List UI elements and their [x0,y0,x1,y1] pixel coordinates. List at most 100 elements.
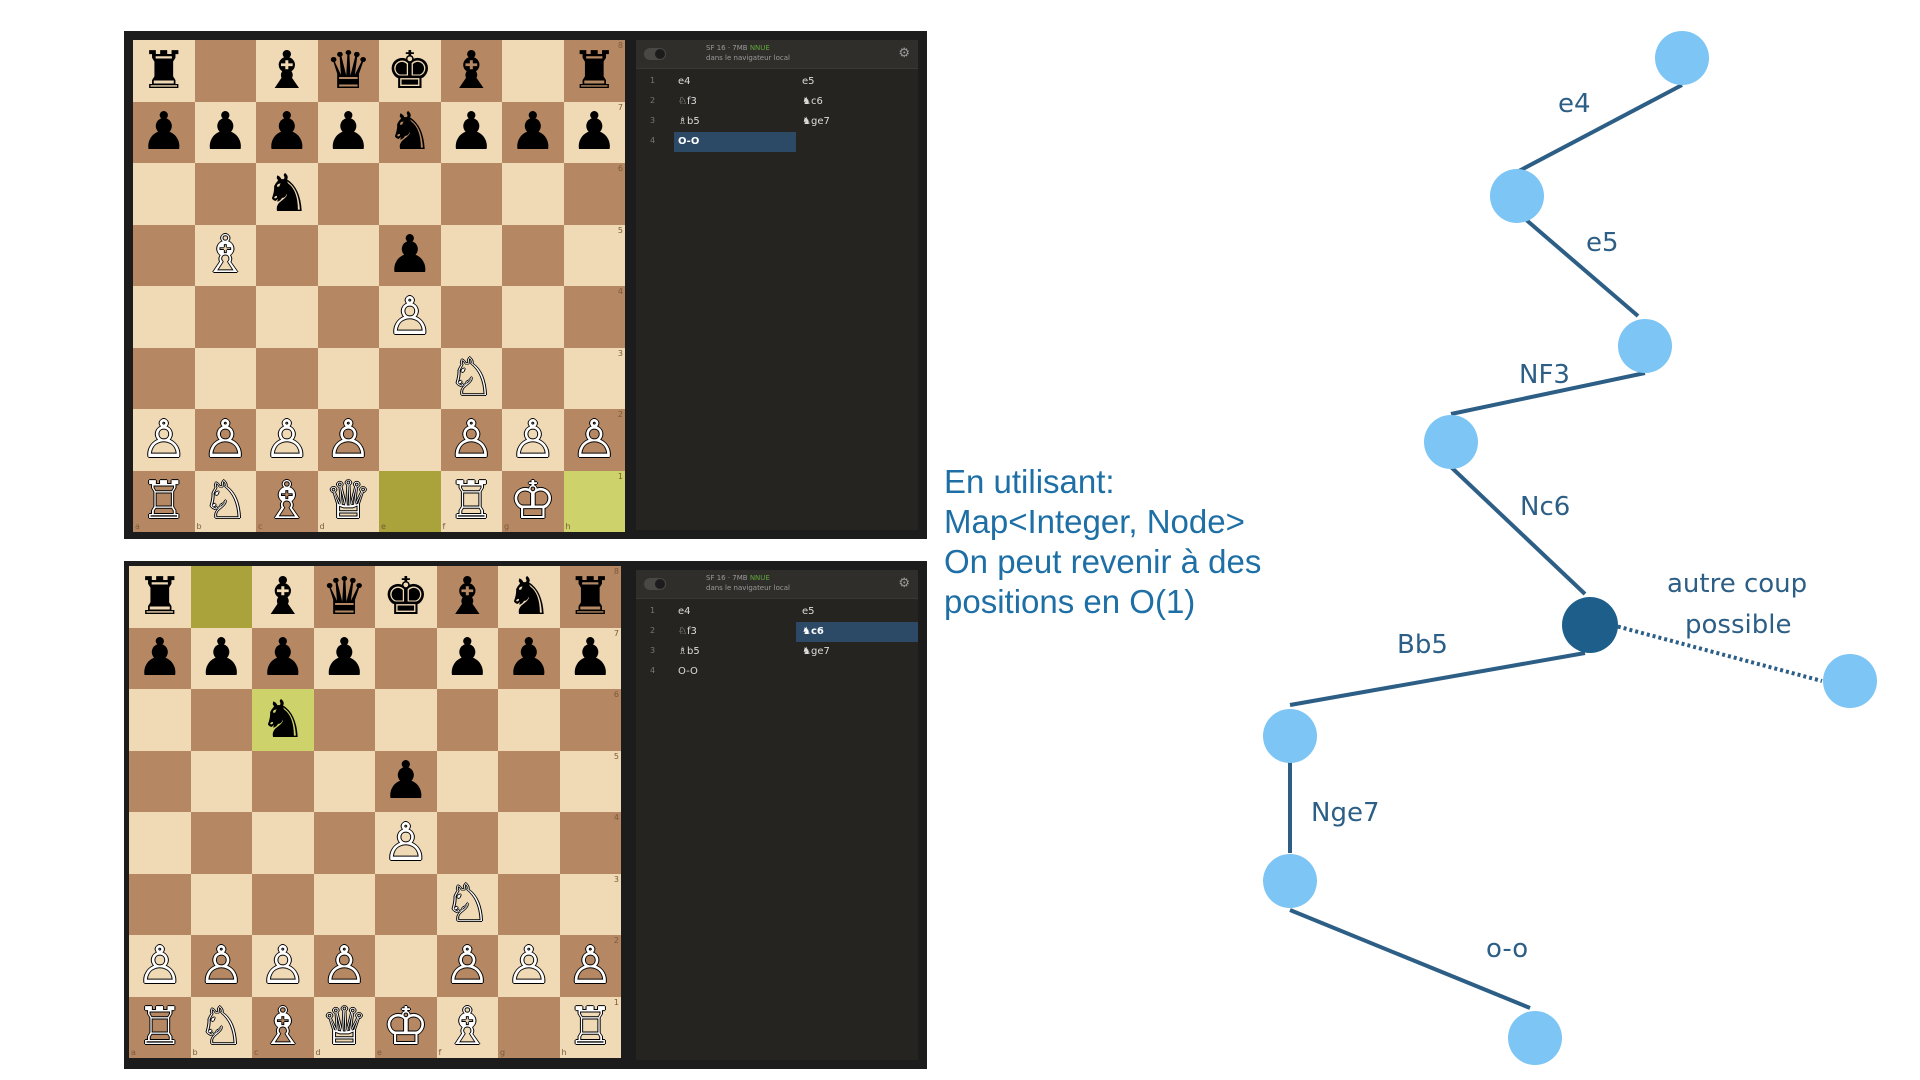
board-square[interactable] [133,224,195,286]
board-square[interactable] [252,812,314,874]
board-square[interactable]: ♙ [498,935,560,997]
board-square[interactable]: ♟ [256,101,318,163]
board-square[interactable] [190,689,252,751]
board-square[interactable]: ♙ [252,935,314,997]
white-king-icon[interactable]: ♔ [382,997,430,1058]
board-square[interactable] [375,689,437,751]
black-pawn-icon[interactable]: ♟ [570,102,618,163]
board-square[interactable]: 3 [559,873,621,935]
gear-icon[interactable]: ⚙ [898,576,910,591]
black-pawn-icon[interactable]: ♟ [201,102,249,163]
board-square[interactable]: ♟ [313,627,375,689]
black-king-icon[interactable]: ♚ [382,566,430,627]
black-pawn-icon[interactable]: ♟ [566,628,614,689]
board-square[interactable] [379,409,441,471]
board-square[interactable] [256,224,318,286]
white-move[interactable]: O-O [678,666,698,677]
board-square[interactable]: ♙ [375,812,437,874]
board-square[interactable]: ♞ [252,689,314,751]
board-square[interactable] [313,873,375,935]
white-move[interactable]: e4 [678,606,691,617]
board-square[interactable] [129,689,191,751]
board-square[interactable]: ♙2 [563,409,625,471]
black-knight-icon[interactable]: ♞ [259,689,307,750]
board-square[interactable]: ♟ [190,627,252,689]
board-square[interactable]: ♞ [256,163,318,225]
board-square[interactable] [317,347,379,409]
board-square[interactable] [502,224,564,286]
white-bishop-icon[interactable]: ♗ [443,997,491,1058]
white-knight-icon[interactable]: ♘ [201,471,249,532]
board-square[interactable]: 5 [559,750,621,812]
board-square[interactable]: ♙ [317,409,379,471]
board-square[interactable]: g [498,996,560,1058]
black-knight-icon[interactable]: ♞ [386,102,434,163]
black-bishop-icon[interactable]: ♝ [447,40,495,101]
black-move[interactable]: ♞c6 [802,96,823,107]
board-square[interactable]: ♛ [317,40,379,102]
board-square[interactable]: ♕d [317,470,379,532]
board-square[interactable]: ♔g [502,470,564,532]
white-move[interactable]: e4 [678,76,691,87]
board-square[interactable]: 3 [563,347,625,409]
engine-toggle[interactable] [644,578,666,590]
white-pawn-icon[interactable]: ♙ [320,935,368,996]
white-pawn-icon[interactable]: ♙ [505,935,553,996]
board-square[interactable] [256,286,318,348]
black-move[interactable]: ♞c6 [796,622,918,642]
board-square[interactable]: ♙ [502,409,564,471]
board-square[interactable]: ♟ [436,627,498,689]
board-square[interactable] [379,163,441,225]
white-pawn-icon[interactable]: ♙ [566,935,614,996]
board-square[interactable]: ♟ [379,224,441,286]
board-square[interactable] [375,935,437,997]
white-rook-icon[interactable]: ♖ [140,471,188,532]
board-square[interactable]: ♟ [133,101,195,163]
white-move[interactable]: O-O [674,132,796,152]
board-square[interactable] [317,224,379,286]
white-queen-icon[interactable]: ♕ [324,471,372,532]
black-queen-icon[interactable]: ♛ [320,566,368,627]
board-square[interactable] [194,40,256,102]
board-square[interactable]: ♝ [256,40,318,102]
black-knight-icon[interactable]: ♞ [505,566,553,627]
board-square[interactable]: ♗c [252,996,314,1058]
black-pawn-icon[interactable]: ♟ [505,628,553,689]
board-square[interactable]: ♞ [498,566,560,628]
board-square[interactable]: ♘ [440,347,502,409]
chess-board-2[interactable]: ♜♝♛♚♝♞♜8♟♟♟♟♟♟♟7♞6♟5♙4♘3♙♙♙♙♙♙♙2♖a♘b♗c♕d… [129,566,621,1058]
black-pawn-icon[interactable]: ♟ [509,102,557,163]
board-square[interactable]: ♚ [375,566,437,628]
chess-board-1[interactable]: ♜♝♛♚♝♜8♟♟♟♟♞♟♟♟7♞6♗♟5♙4♘3♙♙♙♙♙♙♙2♖a♘b♗c♕… [133,40,625,532]
board-square[interactable]: ♘ [436,873,498,935]
board-square[interactable] [317,286,379,348]
board-square[interactable] [502,347,564,409]
white-move[interactable]: ♗b5 [678,116,700,127]
board-square[interactable] [375,873,437,935]
board-square[interactable]: ♜ [129,566,191,628]
board-square[interactable]: ♙ [440,409,502,471]
board-square[interactable]: ♕d [313,996,375,1058]
board-square[interactable] [498,689,560,751]
board-square[interactable] [375,627,437,689]
black-pawn-icon[interactable]: ♟ [443,628,491,689]
white-pawn-icon[interactable]: ♙ [509,409,557,470]
black-king-icon[interactable]: ♚ [386,40,434,101]
board-square[interactable] [502,286,564,348]
board-square[interactable]: ♝ [252,566,314,628]
black-pawn-icon[interactable]: ♟ [140,102,188,163]
board-square[interactable] [256,347,318,409]
black-pawn-icon[interactable]: ♟ [197,628,245,689]
white-bishop-icon[interactable]: ♗ [201,225,249,286]
board-square[interactable]: ♜8 [559,566,621,628]
board-square[interactable]: ♟ [317,101,379,163]
black-rook-icon[interactable]: ♜ [140,40,188,101]
black-pawn-icon[interactable]: ♟ [324,102,372,163]
board-square[interactable]: ♙ [133,409,195,471]
white-pawn-icon[interactable]: ♙ [263,409,311,470]
board-square[interactable]: ♟ [252,627,314,689]
white-move[interactable]: ♗b5 [678,646,700,657]
board-square[interactable]: ♟7 [559,627,621,689]
board-square[interactable]: e [379,470,441,532]
